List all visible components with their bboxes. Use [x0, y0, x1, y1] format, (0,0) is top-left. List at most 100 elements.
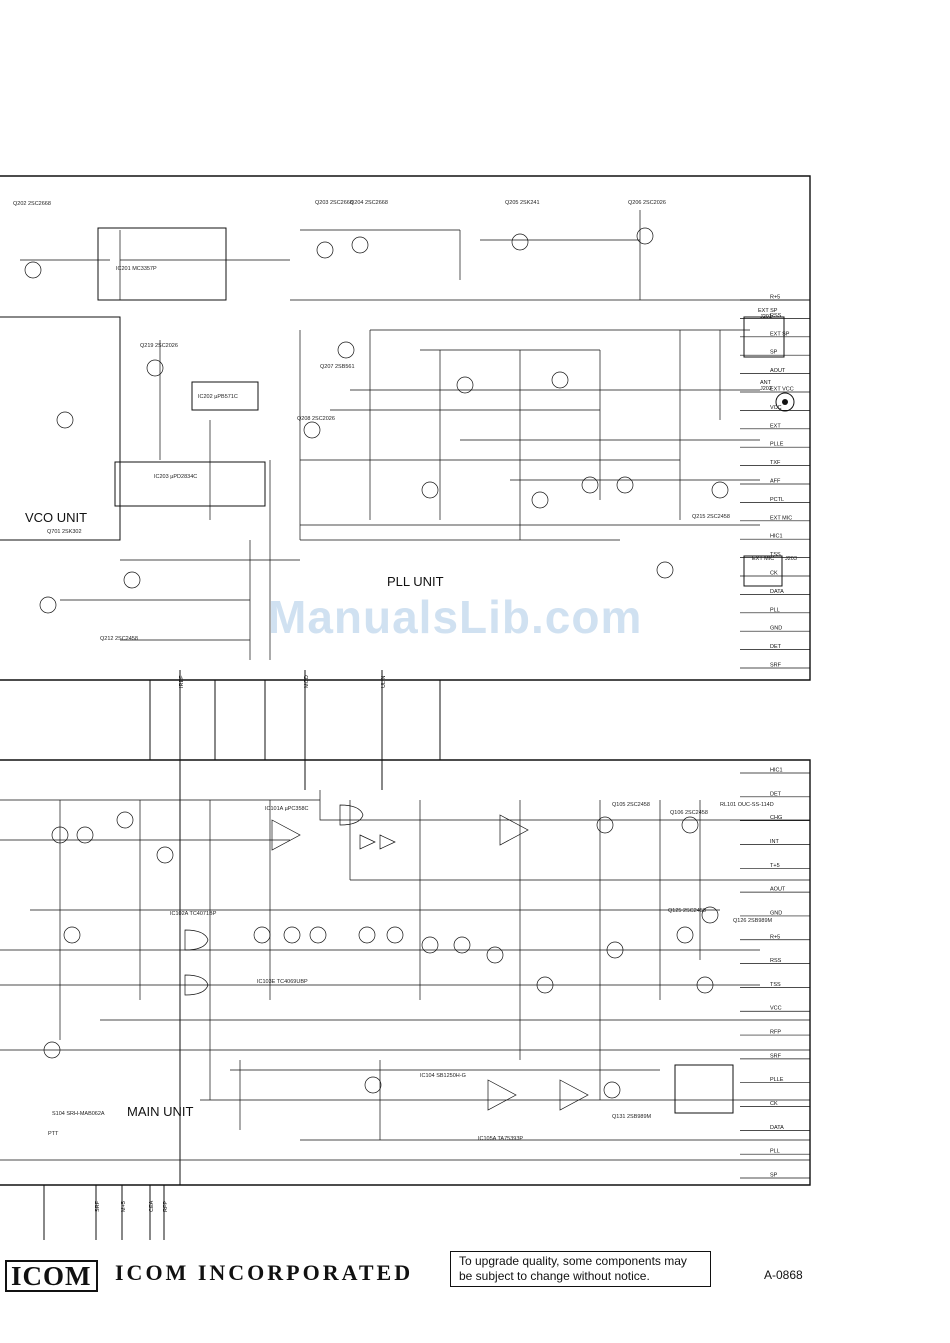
bottom-net-srf: SRF — [95, 1200, 101, 1212]
s104-label: S104 SRH-MAB062A — [52, 1111, 105, 1117]
main-opamps — [184, 804, 589, 1111]
ic203-body — [114, 461, 266, 507]
main-bus-label: AOUT — [770, 887, 786, 893]
pll-bus-label: GND — [770, 626, 782, 632]
pll-bus-label: EXT VCC — [770, 387, 794, 393]
q212-label: Q212 2SC2458 — [100, 636, 138, 642]
pll-bus-label: EXT SP — [770, 331, 790, 337]
ic101-label: IC101A µPC358C — [265, 806, 309, 812]
j203-label-1: EXT MIC — [752, 556, 774, 562]
main-bus-label: SRF — [770, 1053, 782, 1059]
main-bus-label: SP — [770, 1173, 778, 1179]
main-bus-label: R+5 — [770, 934, 780, 940]
pll-bus-label: EXT MIC — [770, 515, 792, 521]
interunit-wires — [149, 680, 441, 760]
iref-label: IREF — [179, 675, 185, 688]
main-bus-label: PLLE — [770, 1077, 784, 1083]
pll-bus-label: TSS — [770, 552, 781, 558]
icom-logo: ICOM — [5, 1260, 98, 1292]
pll-bus-label: R+5 — [770, 295, 780, 301]
vco-unit-label: VCO UNIT — [25, 510, 87, 525]
pll-unit-wiring — [20, 210, 810, 641]
q125-label: Q125 2SC2458 — [668, 908, 706, 914]
ic201-body — [97, 227, 227, 301]
main-bus-label: RSS — [770, 958, 782, 964]
main-unit-wiring — [0, 790, 810, 1161]
pll-transistors — [24, 227, 729, 614]
pll-bus-label: PLLE — [770, 442, 784, 448]
q106-label: Q106 2SC2458 — [670, 810, 708, 816]
pll-bus-label: TXF — [770, 460, 781, 466]
pll-bus-label: RSS — [770, 313, 782, 319]
vco-unit-frame — [0, 316, 121, 541]
main-bus-label: GND — [770, 910, 782, 916]
ic104-label: IC104 SB1250H-G — [420, 1073, 466, 1079]
q126-label: Q126 2SB989M — [733, 918, 773, 924]
ic201-label: IC201 MC3357P — [116, 266, 157, 272]
ant-connector — [775, 392, 795, 412]
pll-bus-label: AFF — [770, 479, 781, 485]
ic203-label: IC203 µPD2834C — [154, 474, 197, 480]
q204-label: Q204 2SC2668 — [350, 200, 388, 206]
q206-label: Q206 2SC2026 — [628, 200, 666, 206]
mod-label: MOD — [304, 675, 310, 688]
q207-label: Q207 2SB561 — [320, 364, 355, 370]
main-unit-vertical-wiring — [59, 800, 701, 1140]
pll-bus-label: EXT — [770, 423, 781, 429]
main-bus-lines: HIC1DETCHGINTT+5AOUTGNDR+5RSSTSSVCCRFPSR… — [740, 768, 810, 1179]
ext-mic-jack — [743, 555, 783, 587]
main-bus-label: CHG — [770, 815, 782, 821]
bottom-net-m5: M+5 — [121, 1201, 127, 1212]
rl101-relay-box — [674, 1064, 734, 1114]
ulin-label: ULIN — [381, 675, 387, 688]
bottom-net-wires — [43, 1185, 165, 1240]
q105-label: Q105 2SC2458 — [612, 802, 650, 808]
ptt-label: PTT — [48, 1131, 59, 1137]
main-bus-label: RFP — [770, 1030, 781, 1036]
j201-label-2: J201 — [760, 314, 772, 320]
ic202-label: IC202 µPB571C — [198, 394, 238, 400]
j202-label-2: J202 — [760, 386, 772, 392]
pll-bus-label: DET — [770, 644, 782, 650]
main-unit-label: MAIN UNIT — [127, 1104, 194, 1119]
main-bus-label: DATA — [770, 1125, 784, 1131]
main-bus-label: DET — [770, 791, 782, 797]
pll-bus-label: HIC1 — [770, 534, 783, 540]
rl101-label: RL101 OUC-SS-114D — [720, 802, 774, 808]
main-bus-label: CK — [770, 1101, 778, 1107]
pll-bus-label: AOUT — [770, 368, 786, 374]
j202-label-1: ANT — [760, 380, 772, 386]
ic202-body — [191, 381, 259, 411]
q131-label: Q131 2SB989M — [612, 1114, 652, 1120]
notice-line-2: be subject to change without notice. — [459, 1269, 650, 1283]
main-transistors — [43, 811, 719, 1099]
document-number: A-0868 — [764, 1268, 803, 1282]
pll-unit-frame — [0, 175, 811, 681]
watermark: ManualsLib.com — [268, 591, 643, 643]
j201-label-1: EXT SP — [758, 308, 778, 314]
q701-label: Q701 2SK302 — [47, 529, 82, 535]
main-bus-label: VCC — [770, 1006, 782, 1012]
upgrade-notice: To upgrade quality, some components may … — [450, 1251, 711, 1287]
pll-bus-label: PCTL — [770, 497, 784, 503]
main-bus-label: TSS — [770, 982, 781, 988]
main-bus-label: INT — [770, 839, 780, 845]
bottom-net-rfp: RFP — [163, 1201, 169, 1212]
q215-label: Q215 2SC2458 — [692, 514, 730, 520]
j203-label-2: J203 — [785, 556, 797, 562]
q203-label: Q203 2SC2668 — [315, 200, 353, 206]
q219-label: Q219 2SC2026 — [140, 343, 178, 349]
main-unit-frame — [0, 759, 811, 1186]
company-name: ICOM INCORPORATED — [115, 1260, 414, 1285]
main-bus-label: PLL — [770, 1149, 780, 1155]
ic102-label: IC102A TC4071BP — [170, 911, 217, 917]
main-bus-label: T+5 — [770, 863, 780, 869]
pll-bus-label: CK — [770, 571, 778, 577]
q202-label: Q202 2SC2668 — [13, 201, 51, 207]
pll-bus-label: DATA — [770, 589, 784, 595]
ant-connector-center — [782, 399, 788, 405]
q205-label: Q205 2SK241 — [505, 200, 540, 206]
q208-label: Q208 2SC2026 — [297, 416, 335, 422]
